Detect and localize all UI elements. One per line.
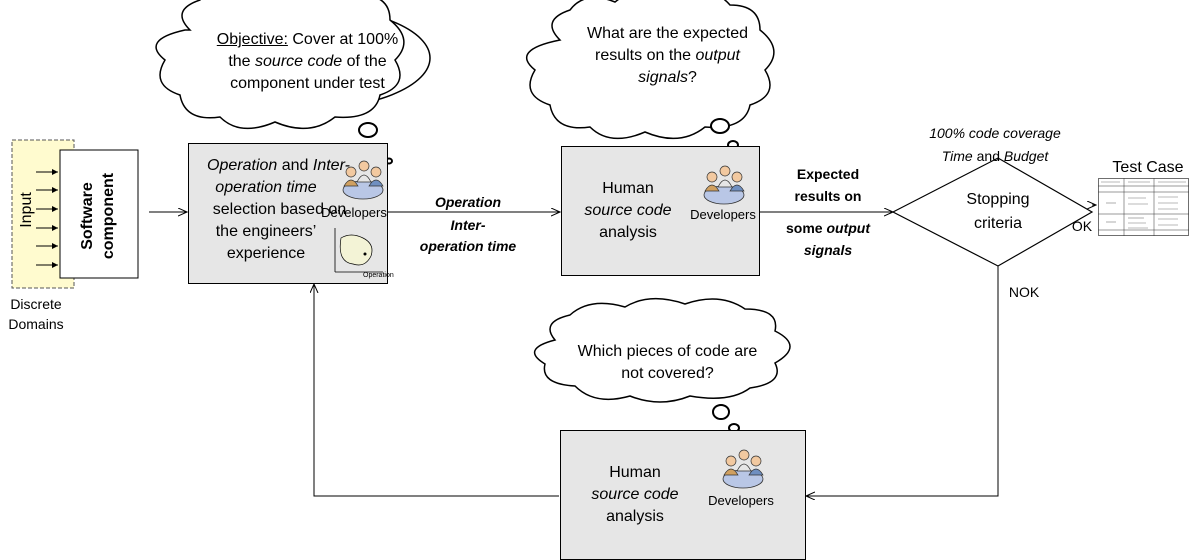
cloud-objective-line2: the source code of the [200,52,415,72]
cloud2-line3: signals? [560,68,775,88]
box3-developers-label: Developers [708,493,774,508]
cloud2-line2-pre: results on the [595,47,696,64]
analysis-box-top: Human source code analysis Developers [561,146,760,276]
analysis-box-bottom: Human source code analysis Developers [560,430,806,560]
software-component-line2: component [100,172,117,260]
box1-line3: selection based on [212,201,347,218]
arrow-nok-to-box3 [806,266,999,496]
box1-line4: the engineers’ [215,223,317,240]
cloud-objective-line1: Objective: Cover at 100% [200,30,415,50]
arrow-label2-line3: some output [778,220,878,238]
input-arrows [36,169,58,268]
input-caption-line1: Discrete [10,296,62,312]
cloud-not-covered [533,297,791,444]
box1-line1-b: Inter- [312,157,350,174]
box2-line1: Human [602,180,654,197]
cloud1-line2-post: of the [342,53,387,70]
cloud2-line3-it: signals [638,69,688,86]
cloud3-line1: Which pieces of code are [577,343,758,360]
cloud3-line2: not covered? [621,365,714,382]
objective-rest: Cover at 100% [287,31,399,48]
box3-line2: source code [591,486,679,503]
box1-line1: Operation and Inter- [191,156,366,176]
decision-line1: Stopping [966,191,1030,208]
box1-line2: operation time [215,179,317,196]
decision-line2: criteria [973,215,1022,232]
operation-plot [334,228,383,273]
operation-plot-xlabel: Operation [363,272,394,279]
box2-line2: source code [584,202,672,219]
arrow-label2-line3-it: output [826,220,870,236]
criteria-note-line1: 100% code coverage [929,125,1061,141]
cloud2-line2: results on the output [560,46,775,66]
cloud1-line2-pre: the [228,53,256,70]
software-component-box [59,149,139,279]
decision-diamond [891,157,1094,267]
cloud-objective-line3: component under test [230,75,385,92]
developers-icon-3 [722,449,764,489]
test-case-title: Test Case [1112,159,1184,176]
arrow-label1-line3: operation time [419,238,517,254]
criteria-note-budget: Budget [1003,148,1049,164]
box3-line1: Human [609,464,661,481]
cloud2-line2-it: output [695,47,740,64]
box2-line3: analysis [599,224,657,241]
arrow-label2-line1: Expected [796,166,860,182]
box1-line5: experience [226,245,306,262]
arrow-box3-to-box1 [314,284,559,497]
arrow-label2-line3-pre: some [786,220,827,236]
cloud-expected-results [525,0,775,161]
cloud2-line3-post: ? [687,69,697,86]
box1-line1-mid: and [277,157,313,174]
cloud1-line2-it: source code [255,53,343,70]
objective-label: Objective: [216,31,288,48]
cloud-objective [155,0,431,165]
selection-box: Operation and Inter- operation time sele… [188,143,394,284]
test-case-table [1098,178,1189,236]
box1-developers-label: Developers [321,205,387,220]
arrow-label2-line4: signals [803,242,853,258]
criteria-note-time: Time [941,148,973,164]
cloud2-line1: What are the expected [587,25,748,42]
developers-icon-2 [703,165,745,205]
criteria-note-and: and [972,148,1004,164]
software-component-line1: Software [79,182,96,250]
box1-line1-a: Operation [207,157,278,174]
arrow-label2-line2: results on [794,188,862,204]
criteria-note-line2: Time and Budget [920,148,1070,166]
arrow-label1-line2: Inter- [450,217,486,233]
box2-developers-label: Developers [690,207,756,222]
nok-label: NOK [1008,284,1040,300]
ok-label: OK [1071,218,1093,234]
input-caption-line2: Domains [8,316,64,332]
arrow-label1-line1: Operation [434,194,502,210]
developers-icon [342,160,384,200]
box3-line3: analysis [606,508,664,525]
software-component-label: Software component [78,151,120,281]
input-label: Input [18,192,35,228]
